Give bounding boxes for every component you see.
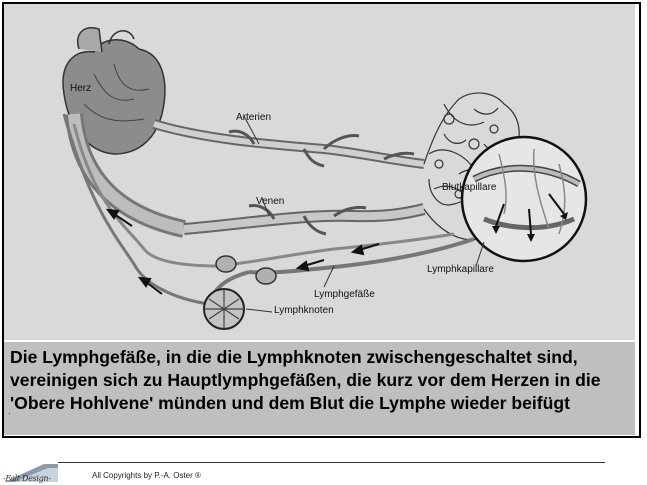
- arteries-shape: [154, 124, 424, 166]
- label-lymphknoten: Lymphknoten: [274, 305, 334, 317]
- label-herz: Herz: [70, 83, 91, 95]
- label-venen: Venen: [256, 196, 284, 208]
- label-arterien: Arterien: [236, 112, 271, 124]
- magnified-tissue-shape: [462, 137, 586, 261]
- caption-box: Die Lymphgefäße, in die die Lymphknoten …: [4, 342, 635, 435]
- lymph-system-diagram: Herz Arterien Venen Blutkapillare Lymphk…: [4, 4, 635, 340]
- veins-shape: [184, 206, 424, 234]
- label-lymphkapillare: Lymphkapillare: [427, 264, 494, 276]
- label-lymphgefaesse: Lymphgefäße: [314, 289, 375, 301]
- label-blutkapillare: Blutkapillare: [442, 182, 496, 194]
- copyright-text: All Copyrights by P.-A. Oster ®: [92, 471, 201, 480]
- bullet-mark: ·: [8, 409, 11, 418]
- logo-text: -Falt Design-: [3, 474, 51, 483]
- footer-divider: [58, 462, 605, 463]
- caption-text: Die Lymphgefäße, in die die Lymphknoten …: [10, 346, 627, 415]
